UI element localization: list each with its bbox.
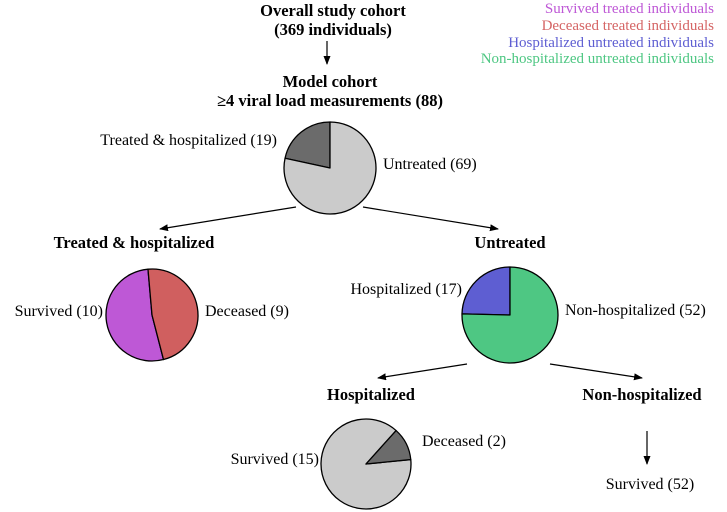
overall-title-line2: (369 individuals) xyxy=(274,20,392,39)
pie-slice-deceased xyxy=(147,268,199,361)
branch-label-untreated: Untreated xyxy=(474,233,546,252)
legend-item-nonhospitalized-untreated: Non-hospitalized untreated individuals xyxy=(480,51,714,68)
label-non-hospitalized-52: Non-hospitalized (52) xyxy=(565,302,706,319)
label-survived-52: Survived (52) xyxy=(605,476,695,493)
label-deceased-9: Deceased (9) xyxy=(205,303,289,320)
legend: Survived treated individuals Deceased tr… xyxy=(481,1,714,68)
pie-hospitalized-outcome xyxy=(320,418,412,510)
pie-slice-non-hospitalized xyxy=(461,266,559,364)
label-survived-15: Survived (15) xyxy=(230,451,319,468)
label-untreated-69: Untreated (69) xyxy=(383,156,477,173)
arrow-split-to-treated-icon xyxy=(159,206,297,232)
pie-model-cohort-split xyxy=(283,121,377,215)
branch-label-non-hospitalized: Non-hospitalized xyxy=(582,385,702,404)
label-hospitalized-17: Hospitalized (17) xyxy=(350,281,462,298)
model-cohort-title: Model cohort ≥4 viral load measurements … xyxy=(187,72,473,110)
branch-label-treated-hospitalized: Treated & hospitalized xyxy=(53,233,215,252)
label-deceased-2: Deceased (2) xyxy=(422,433,506,450)
flow-arrows xyxy=(159,41,651,465)
pie-treated-hospitalized-outcome xyxy=(105,268,199,362)
label-survived-10: Survived (10) xyxy=(14,303,103,320)
pie-untreated-split xyxy=(461,266,559,364)
model-title-line1: Model cohort xyxy=(282,72,378,91)
legend-item-deceased-treated: Deceased treated individuals xyxy=(541,17,714,34)
pie-slice-untreated xyxy=(283,121,377,215)
legend-item-survived-treated: Survived treated individuals xyxy=(544,1,714,17)
label-treated-hospitalized-19: Treated & hospitalized (19) xyxy=(100,132,277,149)
arrow-split-to-untreated-icon xyxy=(362,206,499,232)
branch-label-hospitalized: Hospitalized xyxy=(326,385,415,404)
pie-slice-deceased xyxy=(365,429,412,465)
overall-study-cohort-title: Overall study cohort (369 individuals) xyxy=(213,1,453,39)
model-title-line2: ≥4 viral load measurements (88) xyxy=(217,91,443,110)
pie-slice-survived xyxy=(105,268,165,362)
pie-slice-treated-hospitalized xyxy=(284,121,331,169)
overall-title-line1: Overall study cohort xyxy=(260,1,406,20)
pie-slice-hospitalized xyxy=(461,266,511,316)
arrow-untreated-to-hospitalized-icon xyxy=(377,363,468,381)
legend-item-hospitalized-untreated: Hospitalized untreated individuals xyxy=(508,34,714,51)
arrow-untreated-to-nonhospitalized-icon xyxy=(549,363,643,381)
